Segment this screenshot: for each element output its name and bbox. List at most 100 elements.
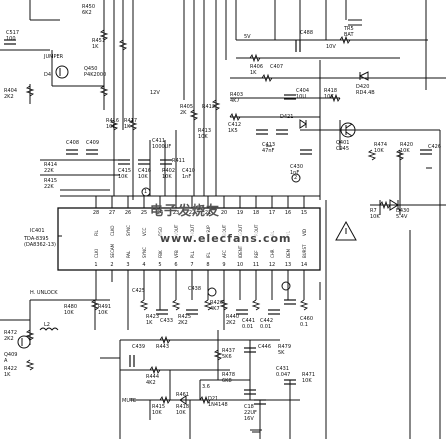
label-c441: C441 0.01 [242,318,256,330]
label-r404: R404 2K2 [4,88,18,100]
ic-top-pin-9: 19 [236,210,244,216]
label-r474: R474 10K [374,142,388,154]
label-c18: C18 22UF 16V [244,404,257,422]
ic-bottom-pin-name-11: CHR [270,249,275,258]
label-d430: D430 5.4V [396,208,410,220]
label-r411: R411 [172,158,186,164]
ic-top-pin-name-0: FIL [94,230,99,236]
label-c425: C425 [132,288,146,294]
label-jumper: JUMPER [44,54,64,60]
label-r413: R413 10K [198,128,212,140]
ic-bottom-pin-name-2: PAL [126,250,131,258]
ic-bottom-pin-1: 2 [110,262,114,268]
ic-bottom-pin-10: 11 [252,262,260,268]
ic-bottom-pin-name-5: VFB [174,250,179,258]
ic-top-pin-name-2: SYNC [126,225,131,236]
label-r412: R412 [202,104,216,110]
watermark-url: www.elecfans.com [160,232,292,245]
watermark-cn: 电子发烧友 [150,204,221,219]
ic-top-pin-3: 25 [140,210,148,216]
label-r403: R403 4K7 [230,92,244,104]
semiconductors [17,19,432,433]
label-r451: R451 1K [92,38,106,50]
ic-top-pin-name-3: VCC [142,227,147,236]
ic-bottom-pin-name-4: FBK [158,250,163,258]
label-c430: C430 1nF [290,164,304,176]
ic-bottom-pin-6: 7 [190,262,194,268]
ic-top-pin-12: 16 [284,210,292,216]
label-c426: C426 [428,144,442,150]
label-c446: C446 [258,344,272,350]
label-r440: R440 2K2 [226,314,240,326]
label-c412: C412 1K5 [228,122,242,134]
label-c411: C411 1000UF [152,138,172,150]
ic401-part-number: TDA-8395 (DA8362-13) [24,236,56,248]
label-r444: R444 4K2 [146,374,160,386]
ic-bottom-pin-name-12: DEM [286,248,291,258]
ic-bottom-pin-0: 1 [94,262,98,268]
label-r437: R437 5K6 [222,348,236,360]
label-r416: R416 10K [106,118,120,130]
label-r471: R471 10K [302,372,316,384]
label-r418: R418 10K [324,88,338,100]
resistors [25,29,405,405]
ic-top-pin-8: 20 [220,210,228,216]
label-c438: C438 [188,286,202,292]
ic-bottom-pin-9: 10 [236,262,244,268]
label-c439: C439 [132,344,146,350]
ic-top-pin-10: 18 [252,210,260,216]
label-r461: R461 [176,392,190,398]
label-r426: R426 4K7 [210,300,224,312]
label-c431: C431 0.047 [276,366,291,378]
label-c410: C410 1nF [182,168,196,180]
label-r414: R414 22K [44,162,58,174]
label-r420: R420 10K [400,142,414,154]
label-d420: D420 RD4.4B [356,84,375,96]
label-c488: C488 [300,30,314,36]
ic-bottom-pin-name-6: PLL [190,251,195,258]
ic-top-pin-2: 26 [124,210,132,216]
ic-top-pin-1: 27 [108,210,116,216]
ic-bottom-pin-7: 8 [206,262,210,268]
ic-top-pin-13: 15 [300,210,308,216]
label-r415b: R415 10K [152,404,166,416]
label-r406: R406 1K [250,64,264,76]
label-r491: R491 10K [98,304,112,316]
label-r423: R423 1K [146,314,160,326]
label-q409: Q409 A [4,352,18,364]
label-r479: R479 5K [278,344,292,356]
label-hunlock: H. UNLOCK [30,290,58,296]
label-c442: C442 0.01 [260,318,274,330]
label-marker-2: 2 [294,175,298,181]
label-c408: C408 [66,140,80,146]
label-v10: 10V [326,44,336,50]
label-r480: R480 10K [64,304,78,316]
ic-bottom-pin-name-0: CLKI [94,249,99,258]
label-d421: D421 [280,114,294,120]
ic-top-pin-6: 22 [188,210,196,216]
ic-bottom-pin-name-8: AFC [222,250,227,258]
label-r472: R472 2K2 [4,330,18,342]
ic-bottom-pin-name-13: BURST [302,244,307,258]
label-c404: C404 10U [296,88,310,100]
capacitors [4,39,432,405]
label-c416: C416 10K [138,168,152,180]
label-r417: R417 1K [124,118,138,130]
label-marker-1: 1 [144,189,148,195]
label-r7: R7 10K [370,208,380,220]
label-c407: C407 [270,64,284,70]
label-c517: C517 100 [6,30,20,42]
label-r415: R415 22K [44,178,58,190]
ic-bottom-pin-11: 12 [268,262,276,268]
ic-top-pin-0: 28 [92,210,100,216]
ic-top-pin-4: 24 [156,210,164,216]
label-c460: C460 0.1 [300,316,314,328]
ic-bottom-pin-5: 6 [174,262,178,268]
label-q450: Q450 P4K2000 [84,66,107,78]
label-r405: R405 2K [180,104,194,116]
ic-bottom-pin-name-3: SYNC [142,247,147,258]
label-v5: 5V [244,34,251,40]
ic-bottom-pin-name-10: REF [254,250,259,258]
label-v12: 12V [150,90,160,96]
